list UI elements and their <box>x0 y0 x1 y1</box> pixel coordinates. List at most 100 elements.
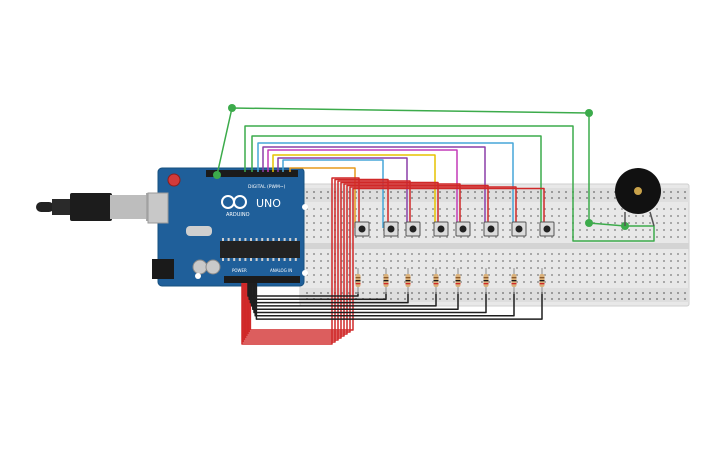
breadboard-hole <box>481 298 483 300</box>
breadboard-hole <box>467 281 469 283</box>
breadboard-hole <box>397 267 399 269</box>
breadboard-hole <box>446 260 448 262</box>
breadboard[interactable] <box>299 183 690 307</box>
breadboard-hole <box>432 222 434 224</box>
breadboard-hole <box>628 236 630 238</box>
power-label: POWER <box>232 268 247 273</box>
wire-red[interactable] <box>246 183 461 337</box>
breadboard-hole <box>376 274 378 276</box>
resistor[interactable] <box>433 268 439 294</box>
wire-red[interactable] <box>247 184 489 335</box>
wire-black[interactable] <box>250 283 437 307</box>
breadboard-hole <box>362 274 364 276</box>
breadboard-hole <box>474 292 476 294</box>
wire-cyan-signal[interactable] <box>257 142 514 228</box>
breadboard-hole <box>460 292 462 294</box>
breadboard-hole <box>439 215 441 217</box>
breadboard-hole <box>684 281 686 283</box>
breadboard-hole <box>614 197 616 199</box>
pushbutton[interactable] <box>433 221 449 237</box>
breadboard-hole <box>425 260 427 262</box>
breadboard-hole <box>635 253 637 255</box>
pushbutton[interactable] <box>354 221 370 237</box>
wire-black[interactable] <box>253 283 487 314</box>
breadboard-hole <box>614 215 616 217</box>
resistor[interactable] <box>383 268 389 294</box>
breadboard-hole <box>642 222 644 224</box>
red-wires[interactable] <box>241 177 545 345</box>
breadboard-hole <box>502 274 504 276</box>
wire-black[interactable] <box>254 283 515 317</box>
wire-purple-signal-2[interactable] <box>277 157 408 228</box>
wire-cyan-signal-2[interactable] <box>282 159 384 228</box>
breadboard-hole <box>495 281 497 283</box>
breadboard-hole <box>600 281 602 283</box>
breadboard-hole <box>565 229 567 231</box>
breadboard-hole <box>418 197 420 199</box>
breadboard-hole <box>537 281 539 283</box>
pushbutton[interactable] <box>483 221 499 237</box>
breadboard-hole <box>383 292 385 294</box>
breadboard-hole <box>341 191 343 193</box>
breadboard-hole <box>579 236 581 238</box>
breadboard-hole <box>635 267 637 269</box>
pushbutton[interactable] <box>511 221 527 237</box>
resistor[interactable] <box>539 268 545 294</box>
pushbuttons[interactable] <box>354 221 555 237</box>
breadboard-hole <box>579 208 581 210</box>
breadboard-hole <box>530 274 532 276</box>
pushbutton[interactable] <box>405 221 421 237</box>
breadboard-hole <box>369 222 371 224</box>
breadboard-hole <box>488 274 490 276</box>
reset-button[interactable] <box>167 173 181 187</box>
breadboard-hole <box>544 281 546 283</box>
wire-red[interactable] <box>248 186 517 333</box>
breadboard-hole <box>509 215 511 217</box>
piezo-buzzer[interactable] <box>615 168 661 227</box>
resistor[interactable] <box>511 268 517 294</box>
pushbutton[interactable] <box>539 221 555 237</box>
breadboard-hole <box>474 260 476 262</box>
black-wires[interactable] <box>247 283 543 320</box>
breadboard-hole <box>621 260 623 262</box>
pushbutton[interactable] <box>455 221 471 237</box>
breadboard-hole <box>663 222 665 224</box>
wire-black[interactable] <box>255 283 543 320</box>
breadboard-hole <box>544 292 546 294</box>
breadboard-hole <box>488 281 490 283</box>
breadboard-hole <box>670 292 672 294</box>
breadboard-hole <box>663 215 665 217</box>
resistor[interactable] <box>405 268 411 294</box>
breadboard-hole <box>376 281 378 283</box>
breadboard-hole <box>649 274 651 276</box>
breadboard-hole <box>663 260 665 262</box>
breadboard-hole <box>446 208 448 210</box>
breadboard-hole <box>327 229 329 231</box>
wire-red[interactable] <box>249 187 545 331</box>
resistor[interactable] <box>355 268 361 294</box>
resistor[interactable] <box>483 268 489 294</box>
breadboard-hole <box>362 215 364 217</box>
breadboard-hole <box>649 229 651 231</box>
breadboard-hole <box>446 236 448 238</box>
wire-black[interactable] <box>249 283 409 304</box>
pushbutton[interactable] <box>383 221 399 237</box>
breadboard-hole <box>446 197 448 199</box>
arduino-uno-board[interactable]: ARDUINO UNO DIGITAL (PWM~) POWER ANALOG … <box>147 167 308 287</box>
resistors[interactable] <box>355 268 545 294</box>
breadboard-hole <box>509 208 511 210</box>
wire-black[interactable] <box>252 283 459 310</box>
resistor[interactable] <box>455 268 461 294</box>
chip-pin <box>222 238 224 241</box>
breadboard-hole <box>348 267 350 269</box>
breadboard-hole <box>628 281 630 283</box>
breadboard-hole <box>635 274 637 276</box>
breadboard-hole <box>362 191 364 193</box>
wire-green-signal[interactable] <box>251 135 542 228</box>
breadboard-hole <box>376 253 378 255</box>
wire-yellow-signal[interactable] <box>272 154 436 228</box>
breadboard-hole <box>320 274 322 276</box>
wire-orange-signal[interactable] <box>289 167 356 228</box>
wire-black[interactable] <box>248 283 387 301</box>
breadboard-hole <box>418 298 420 300</box>
